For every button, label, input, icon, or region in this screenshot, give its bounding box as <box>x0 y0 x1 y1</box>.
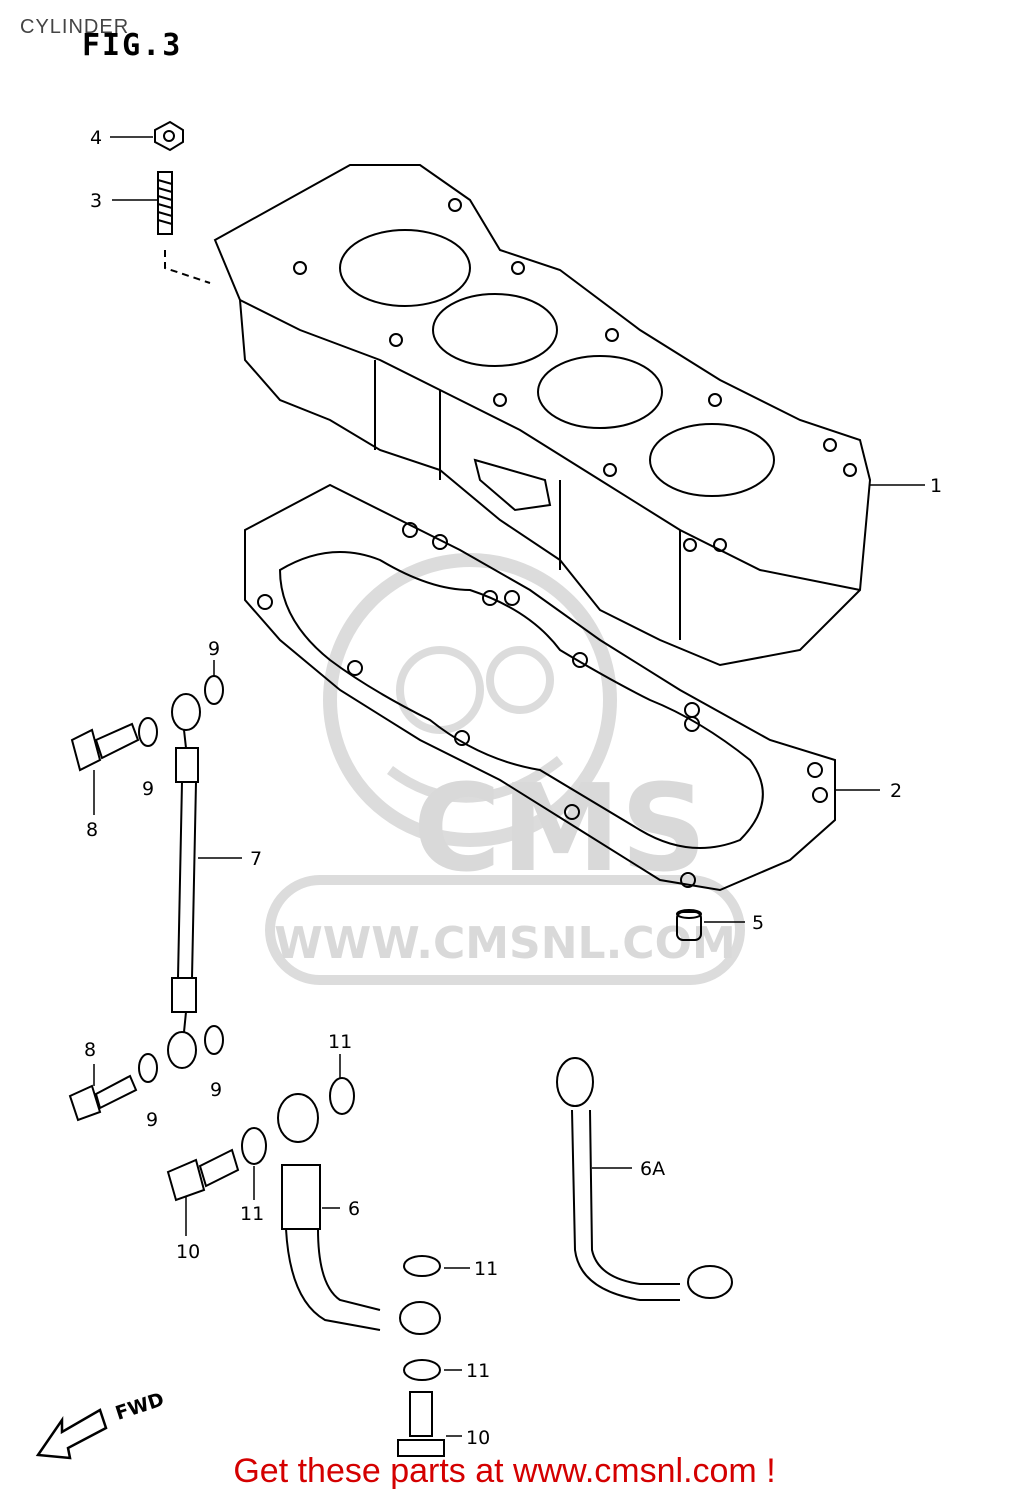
callout-8-upper: 8 <box>86 819 98 841</box>
nut-part <box>154 120 184 152</box>
dowel-pin-part <box>676 909 702 941</box>
section-title: CYLINDER <box>20 16 130 38</box>
figure-number: FIG.3 <box>82 28 183 63</box>
callout-9-c: 9 <box>146 1109 158 1131</box>
cylinder-block <box>213 164 872 667</box>
callout-labels: 1 2 3 4 5 6 6A 7 8 8 9 9 9 9 10 10 11 11… <box>84 127 942 1449</box>
cylinder-gasket <box>244 483 836 892</box>
watermark-mascot-outline <box>323 553 617 847</box>
callout-11-b: 11 <box>240 1203 264 1225</box>
watermark-url: WWW.CMSNL.COM <box>274 918 736 969</box>
callout-3: 3 <box>90 190 102 212</box>
callout-10-left: 10 <box>176 1241 200 1263</box>
banjo-bolt-10-lower <box>397 1391 445 1457</box>
callout-6: 6 <box>348 1198 360 1220</box>
callout-5: 5 <box>752 912 764 934</box>
callout-11-c: 11 <box>474 1258 498 1280</box>
callout-6a: 6A <box>640 1158 665 1180</box>
callout-8-lower: 8 <box>84 1039 96 1061</box>
forward-arrow-icon <box>35 1408 108 1460</box>
callout-2: 2 <box>890 780 902 802</box>
oil-pipe-6a <box>556 1057 733 1301</box>
watermark-brand: CMS <box>413 760 707 899</box>
banjo-bolt-8-lower <box>68 1074 138 1122</box>
callout-7: 7 <box>250 848 262 870</box>
callout-1: 1 <box>930 475 942 497</box>
oil-hose-6 <box>277 1093 441 1335</box>
banjo-bolt-10-left <box>166 1148 240 1202</box>
callout-10-lower: 10 <box>466 1427 490 1449</box>
callout-9-a: 9 <box>142 778 154 800</box>
callout-9-b: 9 <box>208 638 220 660</box>
callout-11-d: 11 <box>466 1360 490 1382</box>
leader-lines <box>93 136 925 1437</box>
fwd-label: FWD <box>113 1388 167 1424</box>
washers-11 <box>241 1077 441 1381</box>
parts-footer-link[interactable]: Get these parts at www.cmsnl.com ! <box>233 1452 776 1490</box>
banjo-bolt-8-upper <box>70 722 140 772</box>
oil-hose-7 <box>167 693 201 1069</box>
callout-4: 4 <box>90 127 102 149</box>
stud-bolt-part <box>157 171 211 284</box>
cms-watermark <box>265 553 745 985</box>
callout-9-d: 9 <box>210 1079 222 1101</box>
callout-11-a: 11 <box>328 1031 352 1053</box>
